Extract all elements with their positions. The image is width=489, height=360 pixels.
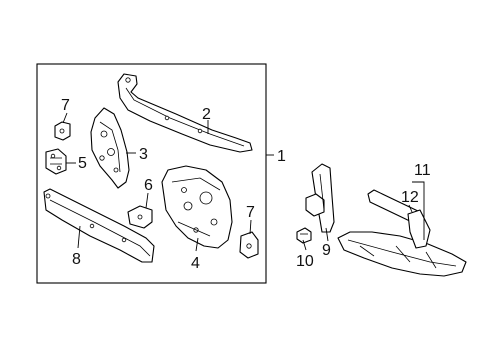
part-bracket-7-upper[interactable] (54, 121, 71, 141)
part-upper-support-2[interactable] (117, 73, 253, 153)
part-bracket-5[interactable] (45, 148, 67, 175)
callout-1: 1 (277, 148, 286, 165)
part-bolt-10[interactable] (296, 227, 312, 244)
part-lower-cover-11[interactable] (337, 209, 467, 277)
callout-10: 10 (296, 253, 314, 270)
callout-11: 11 (414, 162, 431, 179)
callout-7-lower: 7 (246, 204, 255, 221)
callout-3: 3 (139, 146, 148, 163)
part-bracket-6[interactable] (127, 205, 153, 229)
part-right-panel-4[interactable] (161, 165, 233, 249)
callout-6: 6 (144, 177, 153, 194)
leader-lines (62, 112, 425, 252)
callout-8: 8 (72, 251, 81, 268)
callout-7-upper: 7 (61, 97, 70, 114)
assembly-frame (36, 63, 267, 284)
part-bracket-7-lower[interactable] (239, 231, 259, 259)
part-lower-support-8[interactable] (43, 188, 155, 263)
callout-4: 4 (191, 255, 200, 272)
callout-2: 2 (202, 106, 211, 123)
part-stay-9[interactable] (305, 163, 335, 233)
callout-12: 12 (401, 189, 419, 206)
callout-5: 5 (78, 155, 87, 172)
part-left-panel-3[interactable] (90, 107, 130, 189)
callout-9: 9 (322, 242, 331, 259)
